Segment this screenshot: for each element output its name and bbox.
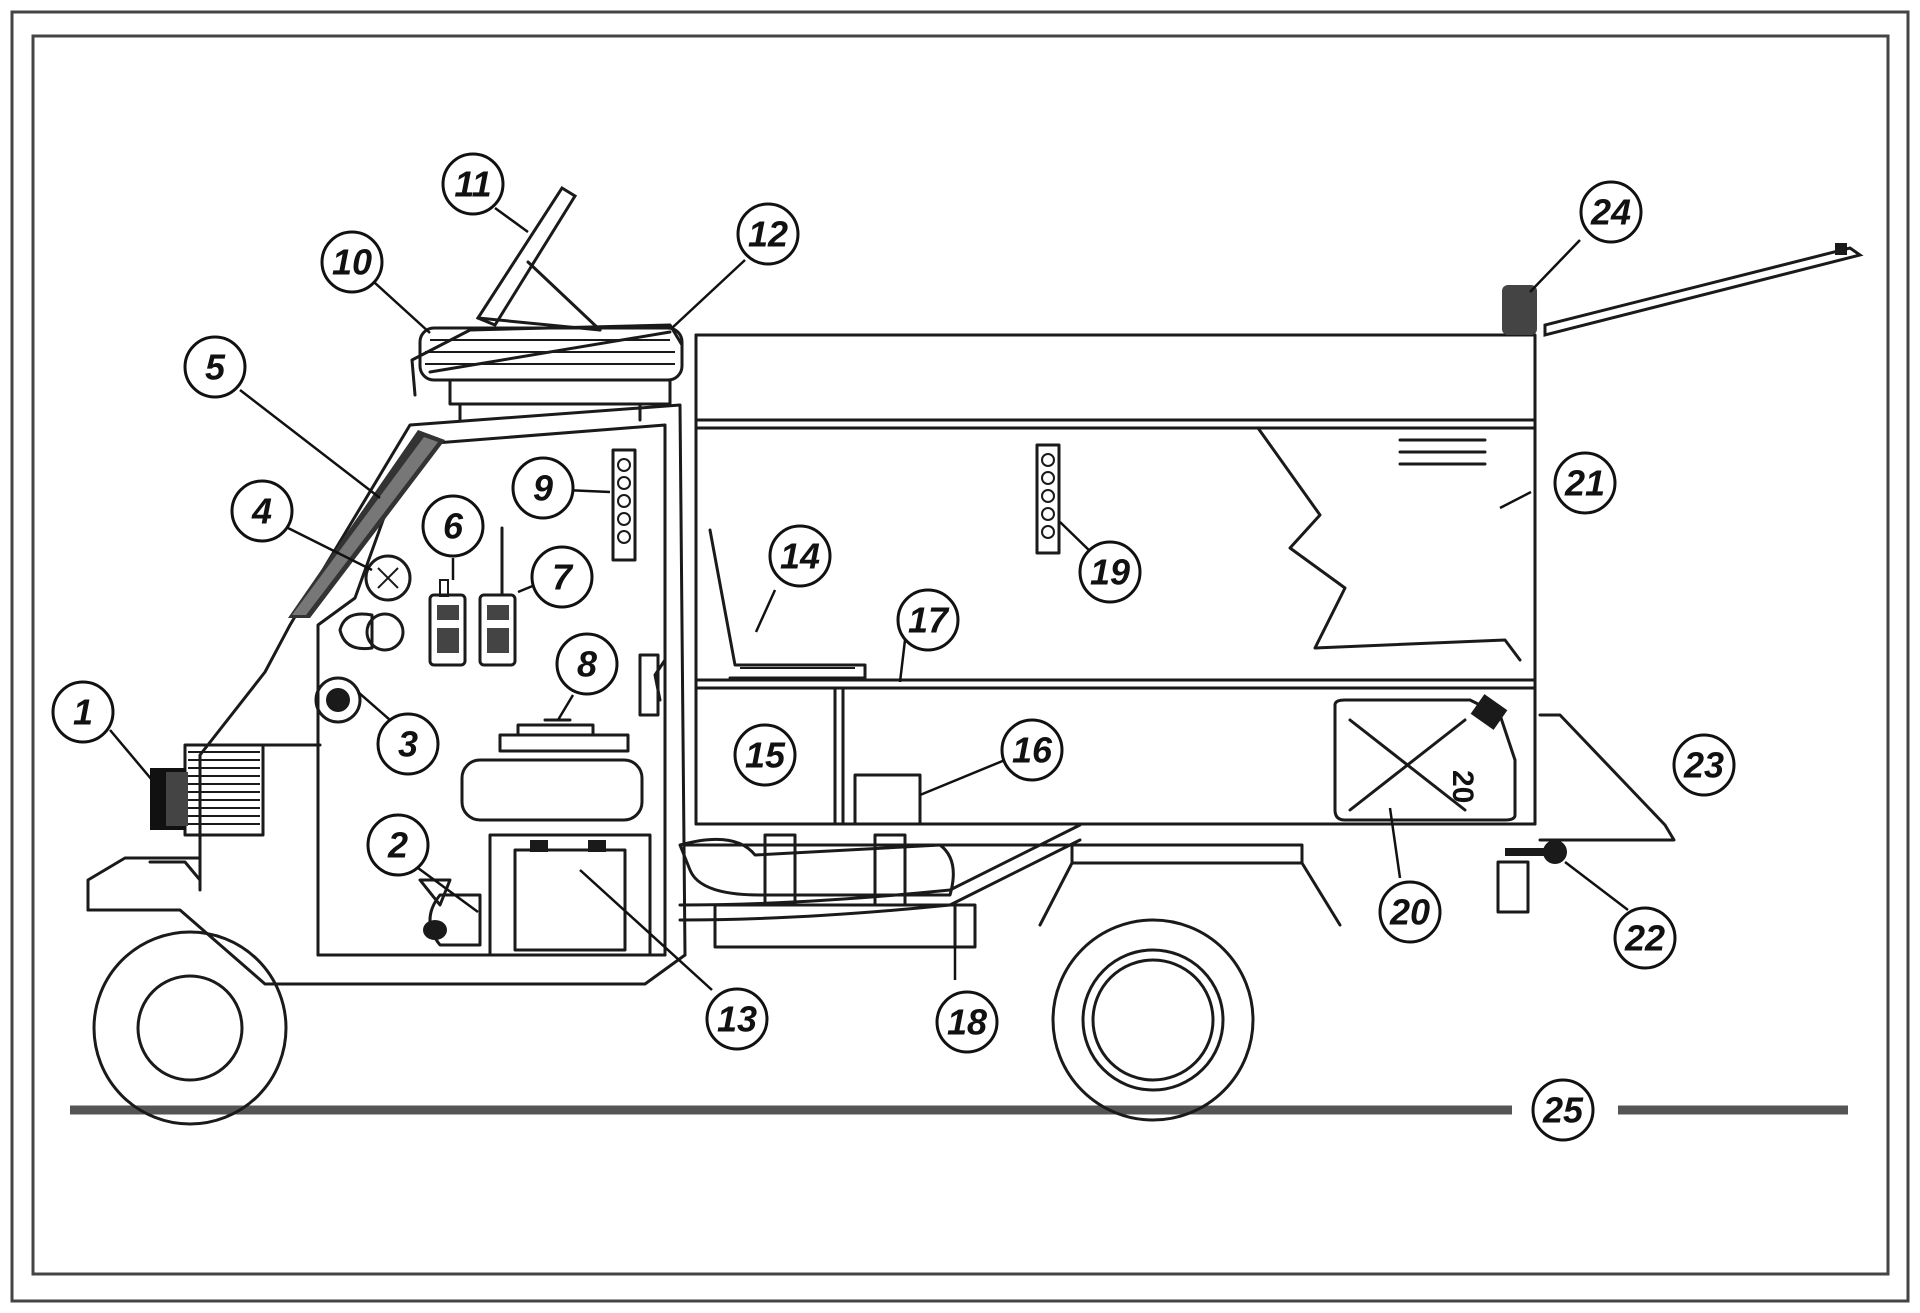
pressure-gauge	[314, 676, 362, 724]
callout-label: 4	[251, 491, 272, 532]
callout-6: 6	[421, 494, 485, 558]
laptop	[708, 528, 867, 680]
callout-label: 24	[1590, 192, 1631, 233]
windshield-screen	[288, 430, 445, 618]
callout-2: 2	[366, 813, 430, 877]
tow-hook	[1496, 840, 1567, 914]
rear-beacon	[1502, 285, 1537, 335]
callout-24: 24	[1579, 180, 1643, 244]
leader-lines	[109, 206, 1629, 991]
callout-label: 25	[1542, 1090, 1584, 1131]
callout-14: 14	[768, 524, 832, 588]
callout-label: 21	[1564, 463, 1605, 504]
callout-label: 3	[398, 724, 418, 765]
exhaust-pipe	[678, 823, 1082, 922]
radio-right	[478, 526, 517, 667]
callout-label: 7	[552, 557, 574, 598]
outer-frame	[10, 10, 1910, 1303]
roof-antenna	[475, 185, 602, 332]
callout-label: 1	[73, 692, 93, 733]
callout-21: 21	[1553, 451, 1617, 515]
headlamp	[150, 743, 265, 837]
callout-label: 20	[1389, 892, 1430, 933]
callout-11: 11	[441, 152, 505, 216]
front-bumper	[86, 856, 687, 986]
switch-panel-box	[1035, 443, 1061, 555]
callout-label: 8	[577, 644, 597, 685]
callout-22: 22	[1613, 906, 1677, 970]
callout-12: 12	[736, 202, 800, 266]
callout-18: 18	[935, 990, 999, 1054]
callout-label: 18	[947, 1002, 987, 1043]
callout-20: 20	[1378, 880, 1442, 944]
dashboard-gauge	[364, 554, 412, 602]
rear-awning	[1538, 243, 1864, 842]
callout-1: 1	[51, 680, 115, 744]
callout-9: 9	[511, 456, 575, 520]
callout-8: 8	[555, 632, 619, 696]
callout-label: 5	[205, 347, 226, 388]
callout-label: 23	[1683, 745, 1724, 786]
vent-grille	[1398, 438, 1487, 466]
inner-frame	[31, 34, 1890, 1276]
callout-label: 19	[1090, 552, 1130, 593]
jerrycan: 20	[1333, 694, 1517, 822]
chassis	[683, 843, 1342, 949]
callout-label: 10	[332, 242, 372, 283]
battery	[488, 833, 652, 957]
callout-label: 11	[454, 164, 491, 205]
switch-panel-cab	[611, 448, 637, 562]
callout-5: 5	[183, 335, 247, 399]
callout-4: 4	[230, 479, 294, 543]
front-wheel	[92, 930, 288, 1126]
callout-17: 17	[896, 588, 960, 652]
callout-10: 10	[320, 230, 384, 294]
callout-label: 6	[443, 506, 464, 547]
callout-label: 16	[1012, 730, 1053, 771]
callout-label: 12	[748, 214, 788, 255]
gas-cylinder	[418, 878, 482, 947]
driver-seat	[460, 758, 644, 822]
storage-box	[853, 773, 922, 826]
callout-label: 17	[908, 600, 950, 641]
cargo-box	[694, 333, 1537, 826]
callout-16: 16	[1000, 718, 1064, 782]
jerrycan-capacity: 20	[1446, 770, 1479, 803]
callout-15: 15	[733, 723, 797, 787]
callout-13: 13	[705, 987, 769, 1051]
callout-label: 9	[533, 468, 553, 509]
shelf-device	[498, 718, 630, 753]
steering-control	[338, 612, 405, 652]
callout-25: 25	[1531, 1078, 1595, 1142]
callout-label: 2	[387, 825, 408, 866]
radio-left	[428, 579, 467, 667]
callout-label: 22	[1624, 918, 1665, 959]
rear-wheel	[1051, 918, 1255, 1122]
callout-23: 23	[1672, 733, 1736, 797]
callout-3: 3	[376, 712, 440, 776]
callout-19: 19	[1078, 540, 1142, 604]
callout-label: 13	[717, 999, 757, 1040]
callout-7: 7	[530, 545, 594, 609]
callout-label: 15	[745, 735, 786, 776]
roof-rack	[410, 323, 684, 422]
callout-label: 14	[780, 536, 820, 577]
